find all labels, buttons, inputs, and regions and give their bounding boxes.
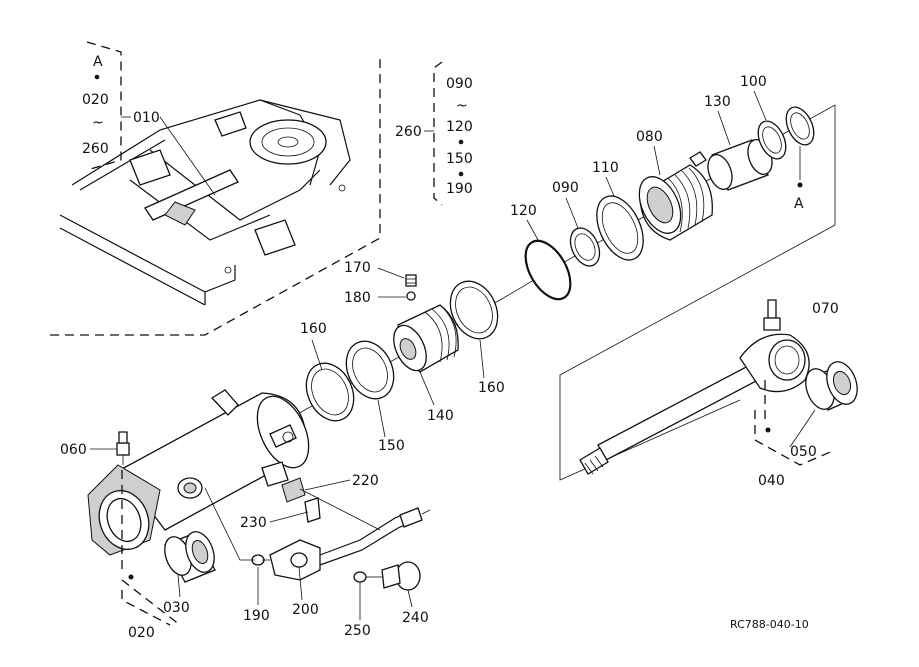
- callout-050[interactable]: 050: [790, 444, 817, 460]
- callout-120[interactable]: 120: [510, 203, 537, 219]
- callouts: 020 030 040 050 060 070 080 090 100 110 …: [60, 74, 839, 641]
- callout-190[interactable]: 190: [243, 608, 270, 624]
- inset-group-bracket: A 020 ~ 260 010: [82, 41, 160, 171]
- leader-lines: [90, 90, 816, 620]
- callout-010[interactable]: 010: [133, 110, 160, 126]
- callout-020[interactable]: 020: [128, 625, 155, 641]
- inset-machine-view: [50, 58, 381, 336]
- callout-180[interactable]: 180: [344, 290, 371, 306]
- callout-230[interactable]: 230: [240, 515, 267, 531]
- group-260-item-190[interactable]: 190: [446, 181, 473, 197]
- bullet-icon: [797, 182, 803, 188]
- ring-110: [596, 195, 644, 261]
- group-260-item-120[interactable]: 120: [446, 119, 473, 135]
- seal-rings: [305, 280, 499, 422]
- callout-170[interactable]: 170: [344, 260, 371, 276]
- pipe-assembly: [204, 461, 431, 591]
- callout-100[interactable]: 100: [740, 74, 767, 90]
- setscrew-170-ball-180: [377, 267, 417, 301]
- bracket-020: [121, 590, 171, 626]
- inset-from-label[interactable]: 020: [82, 92, 109, 108]
- group-260-label[interactable]: 260: [395, 124, 422, 140]
- piston-rod-070: [579, 299, 810, 475]
- callout-040[interactable]: 040: [758, 473, 785, 489]
- callout-060[interactable]: 060: [60, 442, 87, 458]
- callout-250[interactable]: 250: [344, 623, 371, 639]
- bushing-050: [805, 361, 858, 411]
- cylinder-tube: [87, 389, 310, 556]
- ring-090: [569, 227, 601, 267]
- callout-080[interactable]: 080: [636, 129, 663, 145]
- callout-150[interactable]: 150: [378, 438, 405, 454]
- callout-130[interactable]: 130: [704, 94, 731, 110]
- seal-100: [757, 106, 815, 188]
- callout-220[interactable]: 220: [352, 473, 379, 489]
- group-260-item-090[interactable]: 090: [446, 76, 473, 92]
- inset-to-label[interactable]: 260: [82, 141, 109, 157]
- o-ring-120: [524, 239, 572, 301]
- piston-140: [393, 304, 459, 373]
- bullet-icon: [458, 171, 464, 177]
- bracket-040: [754, 380, 836, 466]
- group-260-bracket: 260 090 ~ 120 150 190: [395, 61, 473, 206]
- bullet-icon: [94, 74, 100, 80]
- callout-160-a[interactable]: 160: [300, 321, 327, 337]
- callout-A-right[interactable]: A: [794, 196, 804, 212]
- reference-code: RC788-040-10: [730, 618, 809, 631]
- callout-A-top[interactable]: A: [93, 54, 103, 70]
- bushing-030: [164, 531, 216, 583]
- callout-090[interactable]: 090: [552, 180, 579, 196]
- callout-140[interactable]: 140: [427, 408, 454, 424]
- callout-200[interactable]: 200: [292, 602, 319, 618]
- callout-110[interactable]: 110: [592, 160, 619, 176]
- group-260-item-150[interactable]: 150: [446, 151, 473, 167]
- callout-240[interactable]: 240: [402, 610, 429, 626]
- group-260-tilde: ~: [456, 98, 468, 114]
- callout-160-b[interactable]: 160: [478, 380, 505, 396]
- callout-070[interactable]: 070: [812, 301, 839, 317]
- gland-080: [638, 151, 713, 241]
- inset-tilde: ~: [92, 115, 104, 131]
- bullet-icon: [765, 427, 771, 433]
- bushing-130: [707, 139, 773, 191]
- callout-030[interactable]: 030: [163, 600, 190, 616]
- bullet-icon: [128, 574, 134, 580]
- bullet-icon: [458, 139, 464, 145]
